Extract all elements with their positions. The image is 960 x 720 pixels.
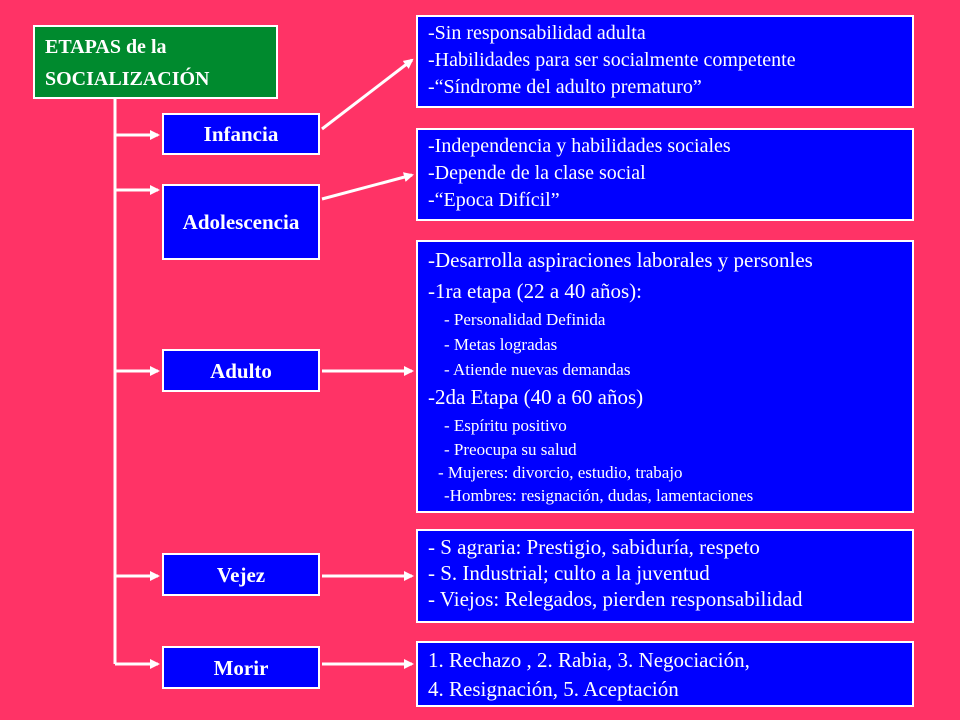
desc-vejez-line: - S agraria: Prestigio, sabiduría, respe… — [428, 535, 760, 559]
desc-vejez-line: - Viejos: Relegados, pierden responsabil… — [428, 587, 803, 611]
desc-adulto-subline: -Hombres: resignación, dudas, lamentacio… — [444, 486, 754, 505]
desc-adolescencia-line: -Independencia y habilidades sociales — [428, 135, 731, 157]
stage-morir: Morir — [162, 646, 320, 689]
desc-morir: 1. Rechazo , 2. Rabia, 3. Negociación, 4… — [416, 641, 914, 707]
desc-adolescencia-line: -Depende de la clase social — [428, 162, 646, 184]
link-arrow-infancia — [321, 58, 414, 131]
desc-vejez: - S agraria: Prestigio, sabiduría, respe… — [416, 529, 914, 623]
link-arrow-adolescencia — [321, 172, 414, 201]
desc-adulto-line: -Desarrolla aspiraciones laborales y per… — [428, 248, 813, 272]
stage-label-morir: Morir — [213, 655, 269, 680]
desc-adulto-subline: - Preocupa su salud — [444, 440, 577, 459]
desc-morir-line: 4. Resignación, 5. Aceptación — [428, 677, 679, 701]
desc-infancia-line: -“Síndrome del adulto prematuro” — [428, 76, 702, 98]
desc-adulto-line: -2da Etapa (40 a 60 años) — [428, 385, 644, 409]
desc-adulto-subline: - Metas logradas — [444, 335, 558, 354]
stage-vejez: Vejez — [162, 553, 320, 596]
desc-adulto-subline: - Personalidad Definida — [444, 310, 606, 329]
stage-adolescencia: Adolescencia — [162, 184, 320, 260]
desc-infancia: -Sin responsabilidad adulta -Habilidades… — [416, 15, 914, 108]
desc-infancia-line: -Habilidades para ser socialmente compet… — [428, 49, 796, 71]
desc-adulto: -Desarrolla aspiraciones laborales y per… — [416, 240, 914, 513]
desc-adolescencia: -Independencia y habilidades sociales -D… — [416, 128, 914, 221]
desc-infancia-line: -Sin responsabilidad adulta — [428, 22, 646, 44]
desc-morir-line: 1. Rechazo , 2. Rabia, 3. Negociación, — [428, 648, 750, 672]
desc-adulto-subline: - Atiende nuevas demandas — [444, 360, 631, 379]
stage-label-vejez: Vejez — [216, 562, 266, 587]
desc-adulto-subline: - Mujeres: divorcio, estudio, trabajo — [438, 463, 683, 482]
desc-adulto-subline: - Espíritu positivo — [444, 416, 567, 435]
title-box: ETAPAS de la SOCIALIZACIÓN — [33, 25, 278, 99]
title-line-2: SOCIALIZACIÓN — [45, 68, 210, 90]
desc-adulto-line: -1ra etapa (22 a 40 años): — [428, 279, 642, 303]
stage-adulto: Adulto — [162, 349, 320, 392]
stage-infancia: Infancia — [162, 113, 320, 155]
title-line-1: ETAPAS de la — [45, 36, 167, 58]
stage-label-adolescencia: Adolescencia — [182, 210, 300, 234]
desc-adolescencia-line: -“Epoca Difícil” — [428, 189, 560, 211]
desc-vejez-line: - S. Industrial; culto a la juventud — [428, 561, 710, 585]
stage-label-adulto: Adulto — [210, 358, 272, 383]
stage-label-infancia: Infancia — [203, 122, 279, 146]
